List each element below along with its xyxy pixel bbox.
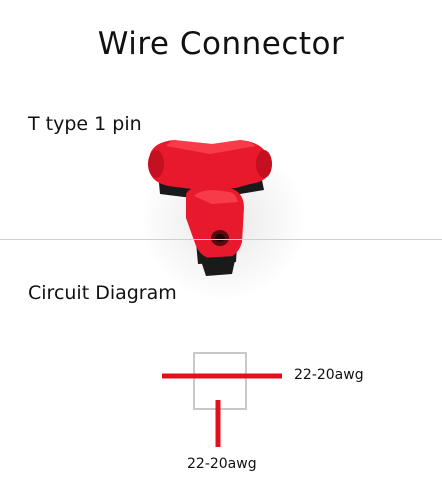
circuit-diagram-heading: Circuit Diagram — [28, 282, 177, 304]
connector-photo — [148, 140, 272, 276]
connector-left-cap — [148, 150, 164, 178]
tap-wire-gauge-label: 22-20awg — [187, 456, 257, 472]
connector-type-label: T type 1 pin — [28, 113, 142, 135]
connector-right-cap — [256, 150, 272, 178]
page-title: Wire Connector — [97, 26, 345, 62]
connector-top-bar — [150, 140, 270, 190]
connector-lower-plug — [186, 186, 244, 260]
section-divider — [0, 239, 442, 240]
connector-black-tail — [200, 256, 236, 276]
main-wire-gauge-label: 22-20awg — [294, 367, 364, 383]
